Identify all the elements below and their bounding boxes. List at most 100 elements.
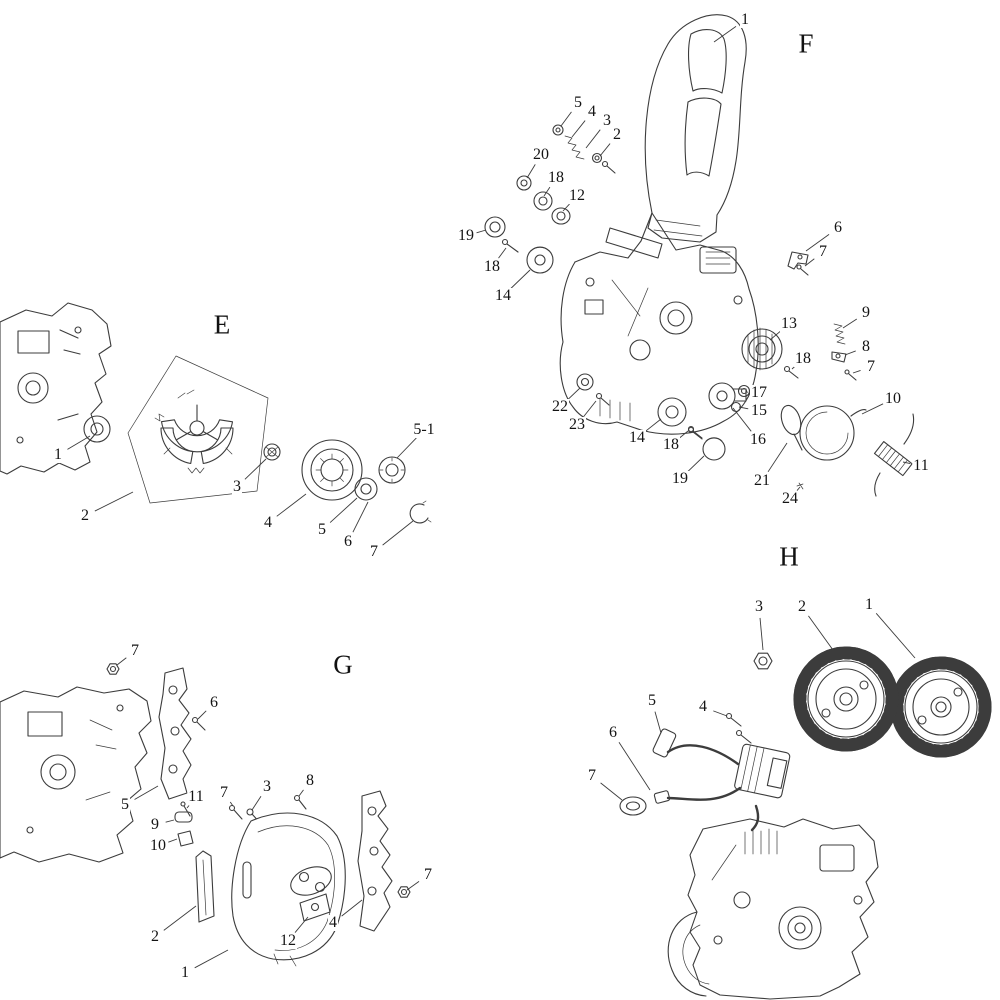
drawing-g-clutch-cover	[231, 812, 346, 967]
part-callout-f-15: 15	[750, 402, 768, 419]
part-callout-f-7: 7	[818, 243, 828, 260]
part-callout-f-17: 17	[750, 384, 768, 401]
leader-line	[583, 400, 597, 417]
drawing-f-drum-cap-set	[657, 397, 804, 490]
part-callout-f-1: 1	[740, 11, 750, 28]
leader-line	[163, 905, 197, 931]
part-callout-f-8: 8	[861, 338, 871, 355]
leader-line	[406, 881, 420, 891]
part-callout-g-2: 2	[150, 928, 160, 945]
leader-line	[197, 710, 207, 720]
part-callout-f-5: 5	[573, 94, 583, 111]
leader-line	[585, 129, 601, 149]
drawing-e-crankcase-fragment	[0, 302, 112, 475]
leader-line	[844, 350, 856, 356]
drawing-h-ignition-coil	[725, 712, 791, 799]
drawing-f-front-handle	[644, 14, 747, 243]
part-callout-e-5-1: 5-1	[412, 421, 436, 438]
leader-line	[168, 838, 178, 843]
leader-line	[382, 520, 414, 546]
part-callout-f-19: 19	[671, 470, 689, 487]
part-callout-h-2: 2	[797, 598, 807, 615]
leader-line	[679, 430, 689, 439]
leader-line	[861, 403, 884, 415]
part-callout-g-10: 10	[149, 837, 167, 854]
part-callout-e-5: 5	[317, 521, 327, 538]
leader-line	[600, 782, 623, 801]
leader-line	[116, 657, 127, 666]
part-callout-g-5: 5	[120, 796, 130, 813]
part-callout-h-7: 7	[587, 767, 597, 784]
leader-line	[341, 899, 363, 917]
drawing-f-guard-flap	[780, 404, 803, 451]
part-callout-e-2: 2	[80, 507, 90, 524]
part-callout-f-20: 20	[532, 146, 550, 163]
part-callout-h-6: 6	[608, 724, 618, 741]
leader-line	[186, 805, 190, 809]
leader-line	[599, 143, 611, 157]
drawing-e-needle-bearing	[263, 443, 281, 461]
leader-line	[842, 318, 858, 329]
leader-line	[294, 916, 309, 933]
part-callout-g-12: 12	[279, 932, 297, 949]
drawing-f-throttle-lever	[787, 251, 809, 276]
part-callout-h-4: 4	[698, 698, 708, 715]
part-callout-g-4: 4	[328, 914, 338, 931]
part-callout-f-24: 24	[781, 490, 799, 507]
drawing-g-nut-top	[106, 663, 120, 675]
part-callout-f-14: 14	[494, 287, 512, 304]
leader-line	[194, 949, 229, 969]
leader-line	[165, 819, 175, 823]
part-callout-f-7: 7	[866, 358, 876, 375]
part-callout-f-6: 6	[833, 219, 843, 236]
leader-line	[476, 229, 487, 234]
part-callout-e-1: 1	[53, 446, 63, 463]
drawing-f-rear-fasteners	[576, 373, 610, 406]
part-callout-f-21: 21	[753, 472, 771, 489]
drawing-g-inner-bar-plate	[158, 667, 192, 800]
leader-line	[396, 437, 417, 459]
part-callout-e-6: 6	[343, 533, 353, 550]
leader-line	[134, 785, 159, 800]
part-callout-g-7: 7	[423, 866, 433, 883]
leader-line	[526, 164, 536, 179]
drawing-h-flywheel-left	[793, 646, 899, 752]
drawing-f-bushing-set-upper	[516, 175, 571, 225]
section-label-e: E	[213, 309, 231, 340]
part-callout-f-10: 10	[884, 390, 902, 407]
part-callout-e-3: 3	[232, 478, 242, 495]
drawing-g-crankcase-fragment	[0, 686, 152, 863]
drawing-e-clutch-shoes	[127, 355, 269, 504]
leader-line	[298, 789, 304, 797]
part-callout-f-16: 16	[749, 431, 767, 448]
leader-line	[244, 458, 267, 480]
leader-line	[510, 269, 531, 289]
leader-line	[654, 711, 662, 734]
part-callout-f-14: 14	[628, 429, 646, 446]
part-callout-e-4: 4	[263, 514, 273, 531]
leader-line	[767, 442, 788, 473]
leader-line	[562, 203, 570, 212]
part-callout-f-12: 12	[568, 187, 586, 204]
part-callout-f-18: 18	[794, 350, 812, 367]
leader-line	[769, 330, 781, 341]
leader-line	[329, 497, 358, 523]
part-callout-g-6: 6	[209, 694, 219, 711]
part-callout-f-19: 19	[457, 227, 475, 244]
section-label-g: G	[333, 649, 353, 680]
leader-line	[713, 25, 737, 43]
drawing-g-spike-parts	[174, 801, 215, 923]
part-callout-f-2: 2	[612, 126, 622, 143]
drawing-h-spark-plug-wire	[619, 728, 742, 816]
part-callout-g-1: 1	[180, 964, 190, 981]
drawing-e-rim-sprocket	[378, 456, 406, 484]
leader-line	[804, 258, 815, 267]
drawing-e-clutch-drum	[301, 439, 363, 501]
leader-line	[276, 493, 307, 517]
part-callout-f-18: 18	[547, 169, 565, 186]
leader-line	[852, 370, 861, 374]
leader-line	[875, 613, 916, 659]
